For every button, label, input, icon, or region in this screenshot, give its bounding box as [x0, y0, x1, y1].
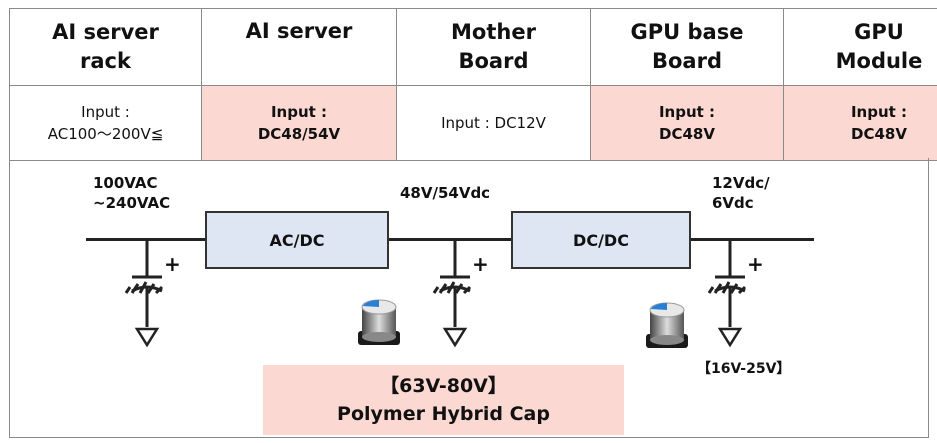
dc-dc-label: DC/DC [573, 230, 629, 250]
ground-symbol-icon [717, 327, 743, 348]
ac-dc-converter: AC/DC [205, 211, 389, 269]
small-cap-range-label: 【16V-25V】 [697, 361, 791, 377]
circuit-panel [9, 158, 929, 438]
input-gpu-module: Input :DC48V [783, 85, 937, 161]
capacitor-symbol-icon [432, 239, 472, 327]
header-ai-server: AI server [201, 8, 397, 86]
input-ai-server-rack: Input :AC100～200V≦ [9, 85, 202, 161]
input-ai-server: Input :DC48/54V [201, 85, 397, 161]
ground-symbol-icon [134, 327, 160, 348]
callout-name: Polymer Hybrid Cap [337, 403, 550, 425]
ground-symbol-icon [442, 327, 468, 348]
smd-capacitor-icon [358, 299, 400, 345]
stage-input-row: Input :AC100～200V≦ Input :DC48/54V Input… [9, 85, 937, 161]
dc-dc-converter: DC/DC [511, 211, 691, 269]
polarity-plus: + [472, 252, 489, 276]
bus-capacitor-symbol: + [432, 239, 489, 348]
smd-capacitor-icon [646, 302, 688, 348]
ac-dc-label: AC/DC [269, 230, 325, 250]
capacitor-symbol-icon [707, 239, 747, 327]
capacitor-symbol-icon [124, 239, 164, 327]
bus-line [388, 238, 512, 241]
polarity-plus: + [164, 252, 181, 276]
output-voltage-label: 12Vdc/6Vdc [712, 174, 770, 212]
input-mother-board: Input : DC12V [396, 85, 591, 161]
output-capacitor-symbol: + [707, 239, 764, 348]
input-gpu-base-board: Input :DC48V [590, 85, 784, 161]
output-line [690, 238, 814, 241]
polymer-hybrid-cap-callout: 【63V-80V】 Polymer Hybrid Cap [263, 365, 624, 435]
input-voltage-label: 100VAC~240VAC [93, 174, 171, 212]
polarity-plus: + [747, 252, 764, 276]
callout-range: 【63V-80V】 [380, 375, 507, 397]
bus-voltage-label: 48V/54Vdc [400, 184, 491, 202]
input-capacitor-symbol: + [124, 239, 181, 348]
